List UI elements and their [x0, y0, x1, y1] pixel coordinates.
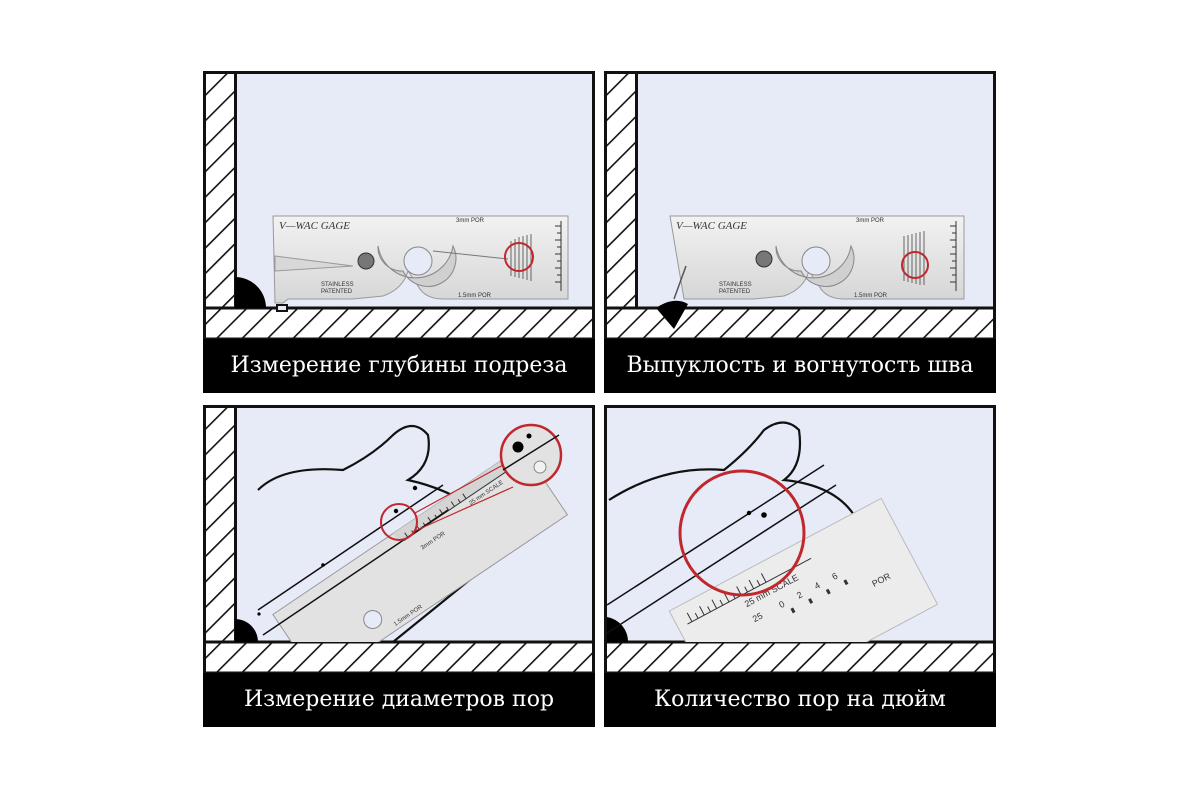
- wall-hatched: [203, 71, 237, 310]
- base-plate-hatched: [203, 640, 595, 675]
- highlight-circle: [504, 242, 534, 272]
- panel-pores-per-inch: 25 mm SCALE 25 0 2 4 6 POR Количество по…: [604, 405, 996, 727]
- panel-pore-diameter: 3mm POR 1.5mm POR 25 mm SCALE Измерение …: [203, 405, 595, 727]
- scale-tick-2: 2: [795, 589, 804, 600]
- caption-bar: [203, 339, 595, 393]
- weld-gauge: V—WAC GAGE 3mm POR 1.5mm POR STAINLESS P…: [272, 215, 569, 304]
- weld-gauge: V—WAC GAGE 3mm POR 1.5mm POR STAINLESS P…: [669, 215, 965, 300]
- scale-tick-4: 4: [813, 580, 822, 591]
- caption-weld-convexity: Выпуклость и вогнутость шва: [627, 353, 974, 378]
- magnified-pore-view: [499, 423, 563, 487]
- gauge-title: V—WAC GAGE: [279, 220, 350, 232]
- highlight-circle: [901, 251, 929, 279]
- scale-tick-0: 0: [777, 599, 786, 610]
- caption-bar: [604, 339, 996, 393]
- gauge-scale-ticks: [555, 221, 562, 291]
- gauge-label-3mm: 3mm POR: [456, 218, 485, 224]
- gauge-label-15mm: 1.5mm POR: [854, 293, 888, 299]
- caption-pores-per-inch: Количество пор на дюйм: [654, 687, 946, 712]
- caption-undercut-depth: Измерение глубины подреза: [231, 353, 568, 378]
- weld-bead: [656, 300, 688, 329]
- caption-bar: [604, 673, 996, 727]
- highlight-circle: [380, 503, 418, 541]
- caption-bar: [203, 673, 595, 727]
- gauge-label-3mm: 3mm POR: [856, 218, 885, 224]
- gauge-label-stainless: STAINLESS: [719, 282, 752, 288]
- gauge-label-15mm: 1.5mm POR: [458, 293, 492, 299]
- wall-hatched: [203, 405, 237, 644]
- gauge-scale-ticks: [950, 221, 957, 291]
- weld-gauge: 25 mm SCALE 25 0 2 4 6 POR: [668, 497, 939, 642]
- weld-bead: [607, 617, 629, 642]
- panel-undercut-depth: V—WAC GAGE 3mm POR 1.5mm POR STAINLESS P…: [203, 71, 595, 393]
- undercut-notch: [276, 304, 288, 312]
- gauge-title: V—WAC GAGE: [676, 220, 747, 232]
- scale-tick-6: 6: [830, 571, 839, 582]
- highlight-circle: [678, 469, 806, 597]
- weld-bead: [235, 277, 266, 308]
- weld-gauge: 3mm POR 1.5mm POR 25 mm SCALE: [272, 446, 569, 642]
- scale-tick-25: 25: [751, 611, 765, 625]
- gauge-label-patented: PATENTED: [719, 289, 751, 295]
- base-plate-hatched: [604, 640, 996, 675]
- weld-bead: [235, 619, 258, 642]
- base-plate-hatched: [203, 306, 595, 341]
- panel-weld-convexity: V—WAC GAGE 3mm POR 1.5mm POR STAINLESS P…: [604, 71, 996, 393]
- gauge-label-patented: PATENTED: [321, 289, 353, 295]
- gauge-label-stainless: STAINLESS: [321, 282, 354, 288]
- caption-pore-diameter: Измерение диаметров пор: [244, 687, 554, 712]
- wall-hatched: [604, 71, 638, 310]
